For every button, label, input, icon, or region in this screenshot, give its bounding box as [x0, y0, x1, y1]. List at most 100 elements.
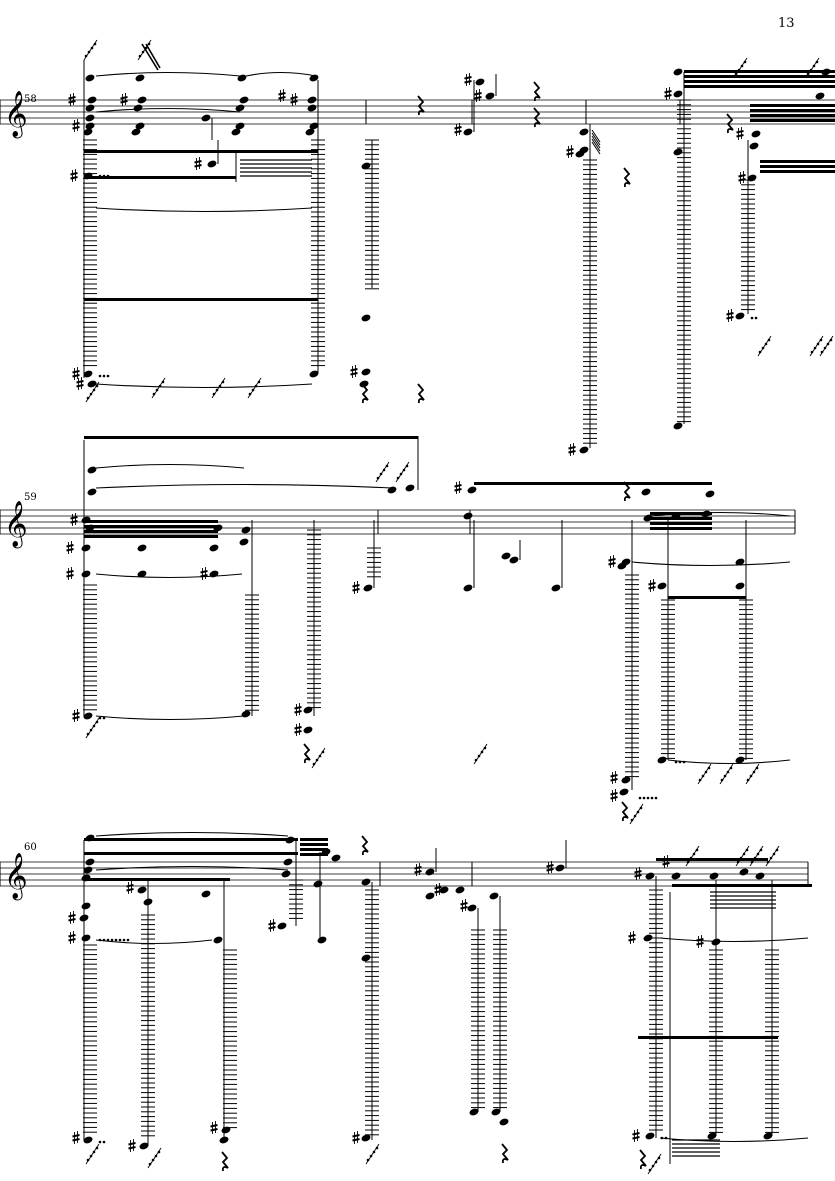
notehead	[707, 1132, 717, 1140]
tremolo-slash	[735, 845, 750, 867]
augmentation-dot	[98, 1140, 102, 1144]
sharp-sign	[414, 866, 422, 870]
treble-clef: 𝄞	[4, 91, 28, 139]
notehead	[425, 868, 435, 876]
notehead	[237, 74, 247, 82]
augmentation-dot	[98, 374, 102, 378]
sharp-sign	[70, 520, 78, 524]
notehead	[673, 90, 683, 98]
tremolo-slash	[247, 377, 262, 399]
beam	[656, 858, 768, 861]
notehead	[575, 150, 585, 158]
tie	[667, 759, 791, 765]
beam	[84, 530, 218, 533]
sharp-sign	[664, 94, 672, 98]
flag	[591, 138, 601, 152]
notehead	[363, 584, 373, 592]
sharp-sign	[194, 164, 202, 168]
notehead	[85, 858, 95, 866]
sharp-sign	[70, 176, 78, 180]
augmentation-dot	[102, 1140, 106, 1144]
notehead	[83, 128, 93, 136]
notehead	[485, 92, 495, 100]
notehead	[309, 370, 319, 378]
sharp-sign	[210, 1124, 218, 1128]
beam	[84, 838, 298, 841]
beam	[760, 160, 835, 163]
notehead	[131, 128, 141, 136]
notehead	[619, 788, 629, 796]
beam	[650, 527, 712, 530]
notehead	[285, 836, 295, 844]
beam	[300, 848, 328, 851]
sharp-sign	[290, 96, 298, 100]
sharp-sign	[68, 914, 76, 918]
notehead	[763, 1132, 773, 1140]
notehead	[283, 858, 293, 866]
sharp-sign	[610, 796, 618, 800]
notehead	[621, 776, 631, 784]
sharp-sign	[628, 938, 636, 942]
notehead	[219, 1136, 229, 1144]
notehead	[137, 886, 147, 894]
sharp-sign	[76, 380, 84, 384]
notehead	[209, 544, 219, 552]
tremolo-slash	[819, 335, 834, 357]
sharp-sign	[350, 372, 358, 376]
sharp-sign	[68, 96, 76, 100]
beam	[84, 150, 318, 153]
notehead	[673, 68, 683, 76]
augmentation-dot	[754, 316, 758, 320]
tie	[245, 71, 317, 77]
augmentation-dot	[118, 938, 122, 942]
notehead	[137, 570, 147, 578]
sharp-sign	[278, 96, 286, 100]
sharp-sign	[76, 384, 84, 388]
tremolo-slash	[809, 335, 824, 357]
tremolo-slash	[757, 335, 772, 357]
augmentation-dot	[106, 938, 110, 942]
beam	[84, 176, 236, 179]
augmentation-dot	[102, 716, 106, 720]
notehead	[489, 892, 499, 900]
beam	[84, 525, 218, 528]
beam	[84, 298, 318, 301]
sharp-sign	[72, 126, 80, 130]
flag	[591, 135, 601, 149]
sharp-sign	[662, 862, 670, 866]
notehead	[361, 314, 371, 322]
notehead	[739, 868, 749, 876]
tie	[95, 831, 289, 837]
notehead	[455, 886, 465, 894]
augmentation-dot	[654, 796, 658, 800]
sharp-sign	[460, 902, 468, 906]
notehead	[405, 484, 415, 492]
sharp-sign	[72, 712, 80, 716]
notehead	[83, 1136, 93, 1144]
sharp-sign	[70, 172, 78, 176]
notehead	[313, 880, 323, 888]
tremolo-slash	[147, 1147, 162, 1169]
tremolo-slash	[733, 57, 748, 79]
notehead	[671, 872, 681, 880]
notehead	[317, 936, 327, 944]
flag	[591, 141, 601, 155]
beam	[84, 436, 418, 439]
tremolo-slash	[685, 845, 700, 867]
notehead	[551, 584, 561, 592]
beam	[650, 522, 712, 525]
sharp-sign	[454, 488, 462, 492]
tremolo-slash	[745, 763, 760, 785]
notehead	[81, 934, 91, 942]
beam	[84, 535, 218, 538]
measure-number-59: 59	[24, 492, 37, 503]
notehead	[463, 584, 473, 592]
sharp-sign	[72, 374, 80, 378]
page-number: 13	[778, 16, 795, 31]
beam	[300, 853, 328, 856]
notehead	[239, 538, 249, 546]
notehead	[499, 1118, 509, 1126]
notehead	[617, 562, 627, 570]
sharp-sign	[72, 122, 80, 126]
